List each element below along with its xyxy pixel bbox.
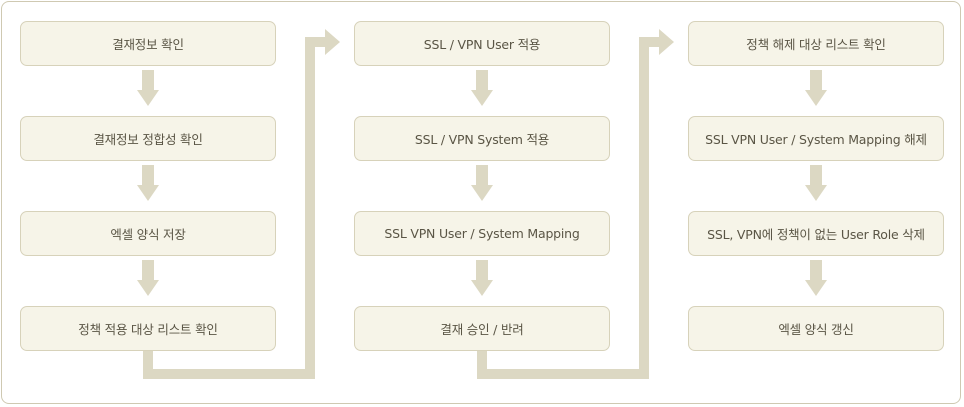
- step-c2-4: 결재 승인 / 반려: [354, 306, 610, 351]
- step-label: SSL VPN User / System Mapping 해제: [705, 132, 927, 147]
- down-arrow-c3-1: [805, 70, 827, 106]
- step-label: 정책 해제 대상 리스트 확인: [746, 37, 886, 52]
- down-arrow-c1-1: [137, 70, 159, 106]
- step-label: 결재정보 확인: [112, 37, 184, 52]
- down-arrow-c3-2: [805, 165, 827, 201]
- step-c1-4: 정책 적용 대상 리스트 확인: [20, 306, 276, 351]
- step-c1-2: 결재정보 정합성 확인: [20, 116, 276, 161]
- step-c3-3: SSL, VPN에 정책이 없는 User Role 삭제: [688, 211, 944, 256]
- down-arrow-c1-3: [137, 260, 159, 296]
- step-label: SSL / VPN System 적용: [414, 132, 550, 147]
- step-label: 결재정보 정합성 확인: [93, 132, 203, 147]
- down-arrow-c3-3: [805, 260, 827, 296]
- step-label: 엑셀 양식 저장: [110, 227, 186, 242]
- down-arrow-c2-3: [471, 260, 493, 296]
- step-label: 엑셀 양식 갱신: [778, 322, 854, 337]
- step-c1-3: 엑셀 양식 저장: [20, 211, 276, 256]
- step-label: SSL / VPN User 적용: [423, 37, 541, 52]
- step-c1-1: 결재정보 확인: [20, 21, 276, 66]
- step-label: SSL VPN User / System Mapping: [384, 226, 580, 241]
- step-c2-1: SSL / VPN User 적용: [354, 21, 610, 66]
- down-arrow-c1-2: [137, 165, 159, 201]
- step-label: 정책 적용 대상 리스트 확인: [78, 322, 218, 337]
- step-label: SSL, VPN에 정책이 없는 User Role 삭제: [707, 227, 925, 242]
- step-label: 결재 승인 / 반려: [440, 322, 524, 337]
- down-arrow-c2-1: [471, 70, 493, 106]
- down-arrow-c2-2: [471, 165, 493, 201]
- step-c3-1: 정책 해제 대상 리스트 확인: [688, 21, 944, 66]
- step-c2-3: SSL VPN User / System Mapping: [354, 211, 610, 256]
- step-c3-4: 엑셀 양식 갱신: [688, 306, 944, 351]
- step-c3-2: SSL VPN User / System Mapping 해제: [688, 116, 944, 161]
- step-c2-2: SSL / VPN System 적용: [354, 116, 610, 161]
